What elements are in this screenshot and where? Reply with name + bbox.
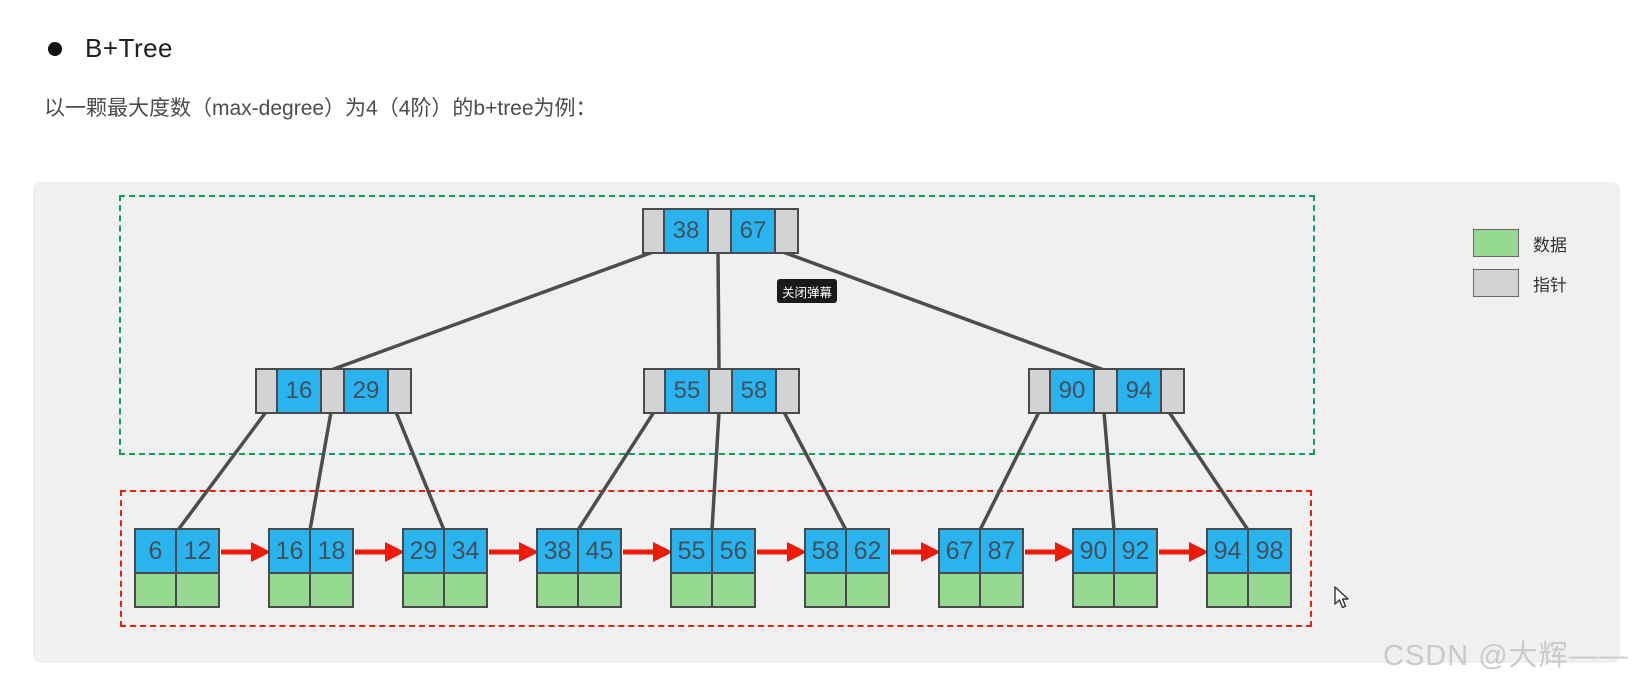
data-cell: [402, 574, 445, 608]
pointer-cell: [1162, 368, 1185, 414]
legend-label: 数据: [1533, 235, 1567, 255]
data-cell: [579, 574, 622, 608]
key-cell: 98: [1249, 528, 1292, 574]
page-title: B+Tree: [85, 33, 174, 63]
data-cell: [981, 574, 1024, 608]
key-cell: 29: [402, 528, 445, 574]
key-cell: 62: [847, 528, 890, 574]
btree-root-node: 38 67: [642, 208, 799, 254]
legend: 数据 指针: [1473, 229, 1567, 309]
btree-internal-node: 16 29: [255, 368, 412, 414]
key-cell: 16: [278, 368, 322, 414]
description-text: 以一颗最大度数（max-degree）为4（4阶）的b+tree为例：: [44, 97, 597, 120]
pointer-cell: [322, 368, 345, 414]
data-cell: [134, 574, 177, 608]
pointer-color-swatch: [1473, 269, 1519, 297]
data-cell: [713, 574, 756, 608]
data-cell: [1072, 574, 1115, 608]
key-cell: 56: [713, 528, 756, 574]
key-cell: 55: [666, 368, 710, 414]
key-cell: 6: [134, 528, 177, 574]
pointer-cell: [389, 368, 412, 414]
key-cell: 94: [1206, 528, 1249, 574]
bullet-icon: [48, 41, 62, 56]
key-cell: 92: [1115, 528, 1158, 574]
data-cell: [1206, 574, 1249, 608]
key-cell: 12: [177, 528, 220, 574]
key-cell: 16: [268, 528, 311, 574]
data-cell: [445, 574, 488, 608]
pointer-cell: [777, 368, 800, 414]
data-cell: [1249, 574, 1292, 608]
btree-internal-node: 90 94: [1028, 368, 1185, 414]
legend-item-pointer: 指针: [1473, 269, 1567, 297]
key-cell: 18: [311, 528, 354, 574]
key-cell: 55: [670, 528, 713, 574]
key-cell: 87: [981, 528, 1024, 574]
legend-label: 指针: [1533, 275, 1567, 295]
pointer-cell: [776, 208, 799, 254]
data-cell: [847, 574, 890, 608]
data-color-swatch: [1473, 229, 1519, 257]
pointer-cell: [643, 368, 666, 414]
key-cell: 94: [1118, 368, 1162, 414]
key-cell: 90: [1051, 368, 1095, 414]
key-cell: 67: [732, 208, 776, 254]
data-cell: [938, 574, 981, 608]
legend-item-data: 数据: [1473, 229, 1567, 257]
key-cell: 34: [445, 528, 488, 574]
key-cell: 90: [1072, 528, 1115, 574]
data-cell: [268, 574, 311, 608]
pointer-cell: [709, 208, 732, 254]
pointer-cell: [255, 368, 278, 414]
key-cell: 45: [579, 528, 622, 574]
mouse-cursor-icon: [1334, 586, 1349, 609]
section-heading: B+Tree: [48, 33, 173, 64]
data-cell: [670, 574, 713, 608]
key-cell: 38: [665, 208, 709, 254]
data-cell: [804, 574, 847, 608]
btree-internal-node: 55 58: [643, 368, 800, 414]
key-cell: 38: [536, 528, 579, 574]
key-cell: 29: [345, 368, 389, 414]
close-danmaku-button[interactable]: 关闭弹幕: [777, 279, 837, 303]
csdn-watermark: CSDN @大辉——: [1383, 640, 1629, 672]
pointer-cell: [1028, 368, 1051, 414]
pointer-cell: [1095, 368, 1118, 414]
key-cell: 58: [804, 528, 847, 574]
data-cell: [536, 574, 579, 608]
data-cell: [177, 574, 220, 608]
pointer-cell: [710, 368, 733, 414]
key-cell: 58: [733, 368, 777, 414]
key-cell: 67: [938, 528, 981, 574]
pointer-cell: [642, 208, 665, 254]
data-cell: [311, 574, 354, 608]
data-cell: [1115, 574, 1158, 608]
